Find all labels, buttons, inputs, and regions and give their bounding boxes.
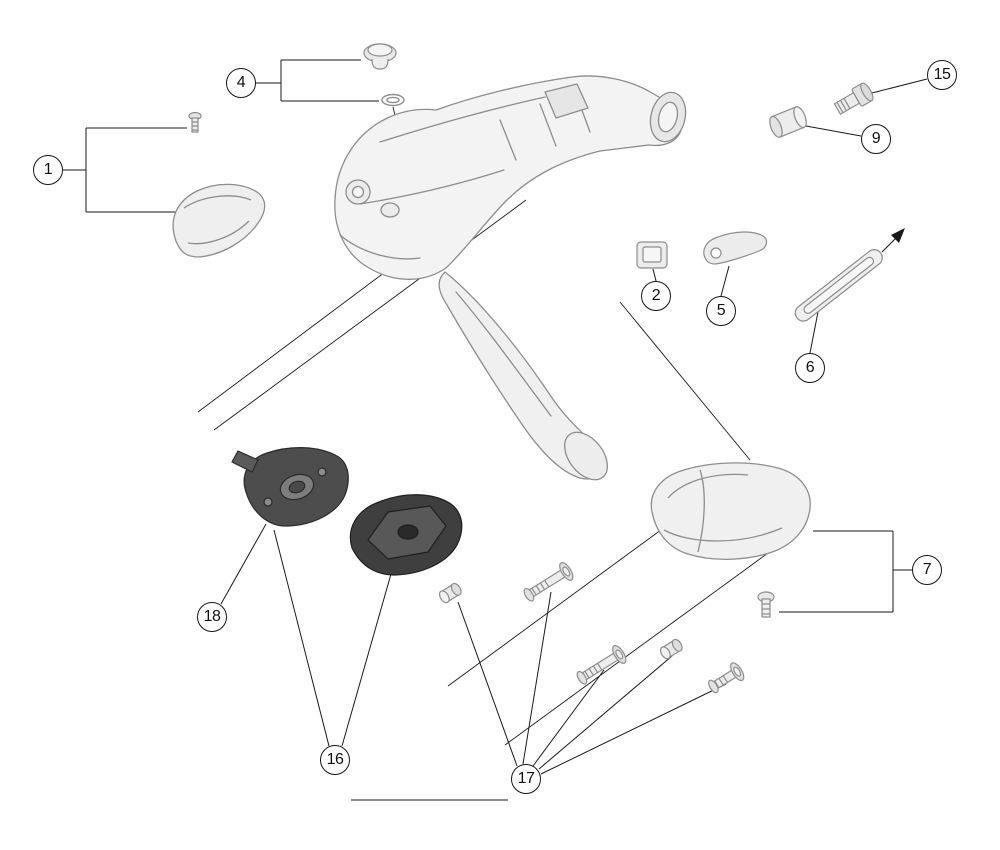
- part-switch-unit-right: [349, 494, 463, 576]
- callout-1-label: 1: [43, 161, 53, 178]
- callout-9[interactable]: 9: [861, 124, 891, 154]
- callout-1[interactable]: 1: [33, 155, 63, 185]
- callout-7[interactable]: 7: [912, 555, 942, 585]
- part-name-plate-6: [794, 249, 883, 322]
- screw-bolt-long-1: [523, 562, 574, 602]
- part-top-cap: [363, 43, 397, 70]
- part-block-2: [636, 241, 668, 269]
- callout-7-label: 7: [922, 561, 932, 578]
- screw-nut-2: [659, 638, 683, 660]
- part-shift-paddle: [172, 183, 266, 258]
- callout-4-label: 4: [236, 74, 246, 91]
- lever-body-drawing: [334, 75, 687, 481]
- part-bracket-cover-7: [650, 462, 811, 560]
- callout-2[interactable]: 2: [641, 281, 671, 311]
- part-cam-lever-5: [703, 231, 768, 265]
- part-o-ring: [381, 93, 405, 107]
- callout-16[interactable]: 16: [320, 745, 350, 775]
- screw-nut-1: [438, 582, 462, 604]
- callout-5-label: 5: [716, 302, 726, 319]
- part-bushing-9: [769, 106, 807, 138]
- callout-6-label: 6: [805, 359, 815, 376]
- callout-6[interactable]: 6: [795, 353, 825, 383]
- leader-lines: [63, 59, 928, 801]
- callout-17-label: 17: [517, 770, 535, 787]
- callout-2-label: 2: [651, 287, 661, 304]
- part-switch-unit-left: [231, 447, 349, 527]
- part-cover-screw-7: [757, 591, 775, 618]
- callout-15-label: 15: [933, 66, 951, 83]
- callout-16-label: 16: [326, 751, 344, 768]
- part-bolt-15: [833, 82, 874, 116]
- part-fixing-screws: [438, 562, 745, 694]
- callout-18[interactable]: 18: [197, 602, 227, 632]
- screw-bolt-short: [708, 662, 745, 694]
- callout-4[interactable]: 4: [226, 68, 256, 98]
- callout-18-label: 18: [203, 608, 221, 625]
- callout-5[interactable]: 5: [706, 296, 736, 326]
- callout-15[interactable]: 15: [927, 60, 957, 90]
- callout-9-label: 9: [871, 130, 881, 147]
- part-screw-top-left: [188, 111, 202, 133]
- screw-bolt-long-2: [576, 645, 627, 685]
- callout-17[interactable]: 17: [511, 764, 541, 794]
